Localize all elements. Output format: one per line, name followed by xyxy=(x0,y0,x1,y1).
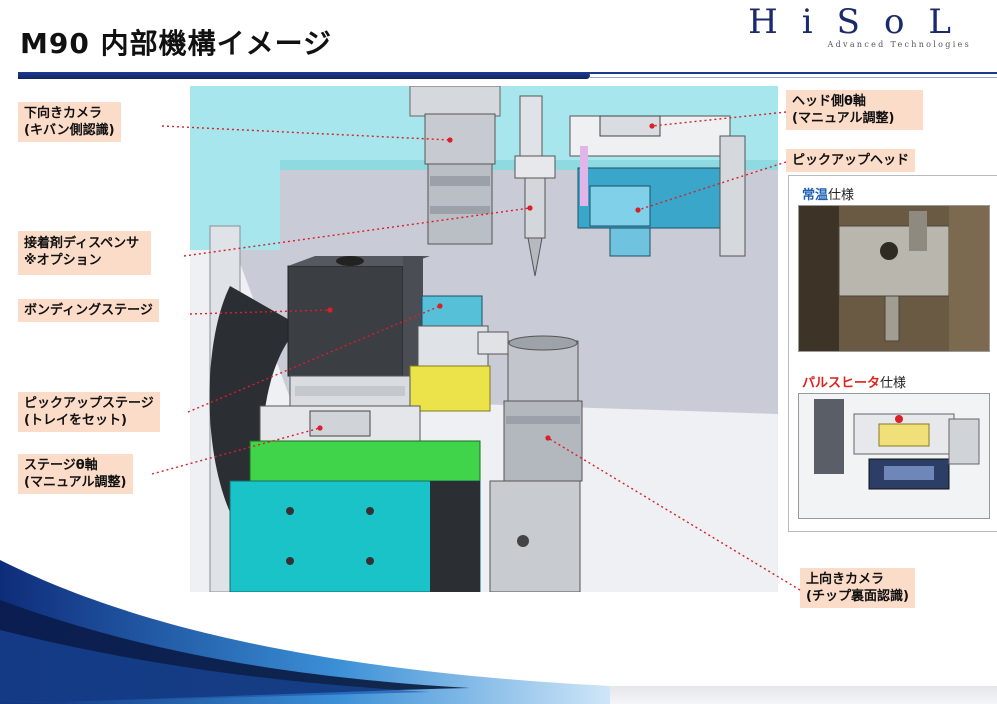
logo-mark: HiSoL xyxy=(748,2,975,42)
label-dispenser: 接着剤ディスペンサ ※オプション xyxy=(18,231,152,275)
mechanism-schematic xyxy=(190,86,778,592)
label-stage-theta: ステージθ軸 (マニュアル調整) xyxy=(18,454,133,494)
title-divider-thin-line xyxy=(590,77,997,78)
label-bonding-stage-text: ボンディングステージ xyxy=(24,303,153,318)
normal-temp-photo xyxy=(798,205,990,352)
label-pickup-head: ピックアップヘッド xyxy=(786,149,916,172)
title-divider-bar xyxy=(18,72,590,79)
label-up-camera-line2: (チップ裏面認識) xyxy=(806,589,909,604)
label-down-camera-line2: (キバン側認識) xyxy=(24,123,115,138)
company-logo: HiSoL Advanced Technologies xyxy=(748,2,975,50)
pulse-heater-suffix: 仕様 xyxy=(880,376,907,391)
label-dispenser-line2: ※オプション xyxy=(24,253,102,268)
pulse-heater-highlight: パルスヒータ xyxy=(802,376,881,391)
label-up-camera: 上向きカメラ (チップ裏面認識) xyxy=(800,568,915,608)
label-pickup-stage: ピックアップステージ (トレイをセット) xyxy=(18,392,160,432)
label-head-theta-line2: (マニュアル調整) xyxy=(792,111,895,126)
label-pickup-stage-line2: (トレイをセット) xyxy=(24,413,127,428)
label-stage-theta-line2: (マニュアル調整) xyxy=(24,475,127,490)
label-head-theta: ヘッド側θ軸 (マニュアル調整) xyxy=(786,90,923,130)
page-title: M90 内部機構イメージ xyxy=(20,27,333,60)
label-pickup-head-text: ピックアップヘッド xyxy=(792,153,910,168)
label-down-camera-line1: 下向きカメラ xyxy=(24,106,103,121)
normal-temp-caption: 常温仕様 xyxy=(802,184,854,203)
label-dispenser-line1: 接着剤ディスペンサ xyxy=(24,236,140,251)
normal-temp-suffix: 仕様 xyxy=(828,188,855,203)
label-bonding-stage: ボンディングステージ xyxy=(18,299,159,322)
footer-swoosh xyxy=(0,560,610,704)
logo-subtitle: Advanced Technologies xyxy=(827,40,971,49)
label-pickup-stage-line1: ピックアップステージ xyxy=(24,396,154,411)
label-head-theta-line1: ヘッド側θ軸 xyxy=(792,94,866,109)
label-up-camera-line1: 上向きカメラ xyxy=(806,572,885,587)
pulse-heater-photo xyxy=(798,393,990,519)
pulse-heater-caption: パルスヒータ仕様 xyxy=(802,372,906,391)
normal-temp-highlight: 常温 xyxy=(802,188,829,203)
label-down-camera: 下向きカメラ (キバン側認識) xyxy=(18,102,121,142)
label-stage-theta-line1: ステージθ軸 xyxy=(24,458,98,473)
